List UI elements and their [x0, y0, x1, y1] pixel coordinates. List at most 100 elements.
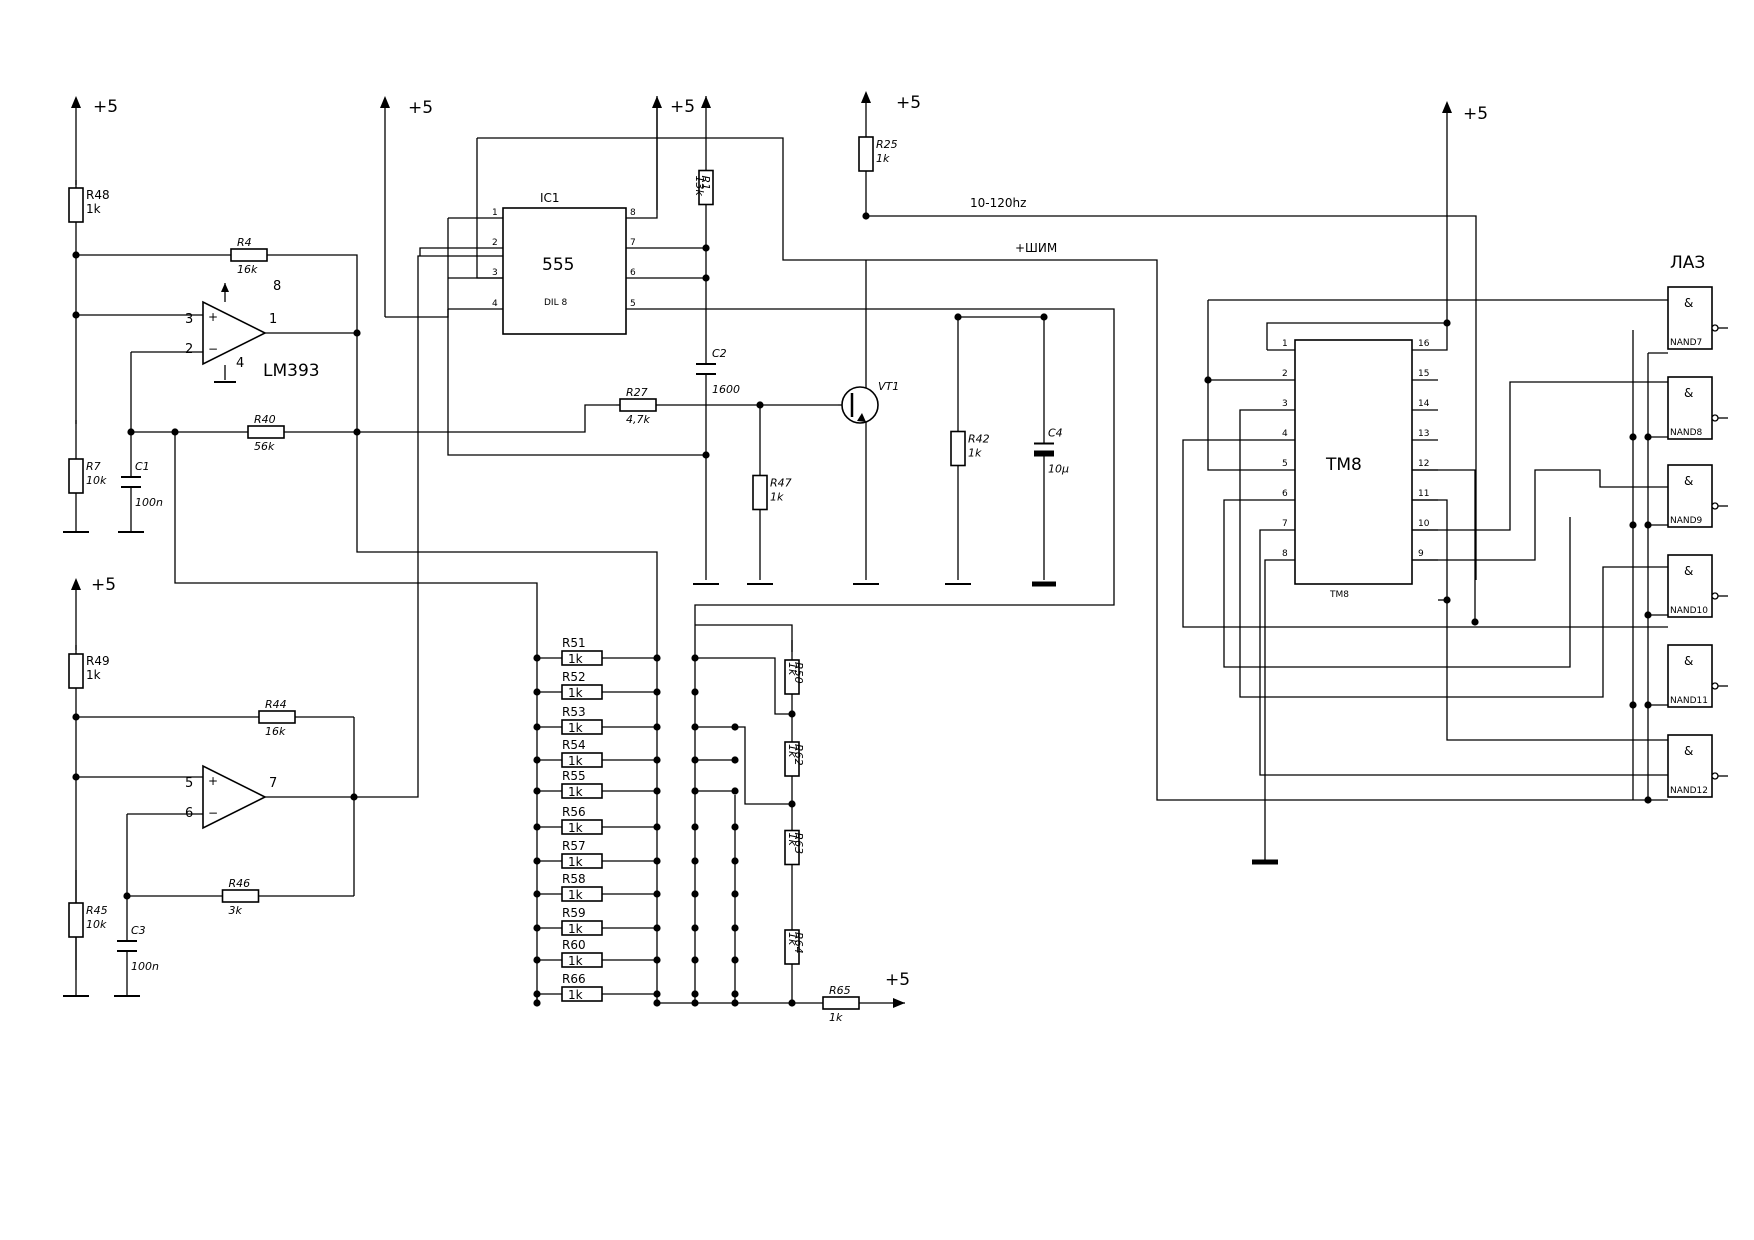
junction-dot [127, 428, 135, 436]
comparator-u2-pin-minus: 6 [185, 806, 193, 821]
resistor-r7-value: 10k [86, 474, 107, 487]
tm8-pin-right-14: 14 [1418, 399, 1430, 409]
comparator-u2 [202, 764, 267, 830]
junction-dot [533, 990, 541, 998]
capacitor-c4-ref: C4 [1048, 427, 1063, 440]
junction-dot [702, 244, 710, 252]
ic1-pin-1: 1 [492, 208, 498, 218]
nand-gate-11 [1667, 644, 1713, 708]
junction-dot [533, 823, 541, 831]
ladder-resistor-7 [561, 853, 603, 869]
ladder-resistor-2-ref: R52 [562, 670, 586, 684]
supply-label: +5 [93, 97, 118, 117]
junction-dot [72, 251, 80, 259]
resistor-r63 [784, 829, 800, 866]
ladder-resistor-10 [561, 952, 603, 968]
junction-dot [350, 793, 358, 801]
junction-dot [1629, 521, 1637, 529]
junction-dot [731, 924, 739, 932]
resistor-r65-ref: R65 [829, 984, 851, 997]
ladder-resistor-4-value: 1k [568, 754, 583, 768]
nand-gate-8-bubble-icon [1711, 414, 1719, 422]
wire [695, 657, 792, 715]
capacitor-c1-ref: C1 [135, 460, 150, 473]
nand-gate-12 [1667, 734, 1713, 798]
junction-dot [1644, 796, 1652, 804]
ic1-pin-6: 6 [630, 268, 636, 278]
junction-dot [123, 892, 131, 900]
supply-arrow-icon [71, 578, 81, 590]
supply-arrow-icon [1442, 101, 1452, 113]
ladder-resistor-3-value: 1k [568, 721, 583, 735]
junction-dot [691, 890, 699, 898]
wire [1438, 323, 1448, 351]
resistor-r50-ref: R50 [792, 662, 805, 684]
ic1-type: 555 [542, 255, 574, 275]
wire [477, 137, 1524, 801]
ic1-pin-5: 5 [630, 299, 636, 309]
resistor-r1-value: 13k [693, 176, 706, 197]
resistor-r1-ref: R1 [699, 176, 712, 191]
junction-dot [1644, 701, 1652, 709]
labels: +5+5+5+5+5+5R481kR416k+−321R710kC1100nR4… [86, 93, 1708, 1024]
resistor-r42 [950, 430, 966, 467]
junction-dot [702, 274, 710, 282]
junction-dot [1443, 596, 1451, 604]
junction-dot [702, 451, 710, 459]
nand-gate-10 [1667, 554, 1713, 618]
junction-dot [171, 428, 179, 436]
supply-arrow-icon [701, 96, 711, 108]
capacitor-c2-ref: C2 [712, 347, 727, 360]
resistor-r4-value: 16k [237, 263, 258, 276]
resistor-r65 [822, 996, 860, 1010]
junction-dot [691, 990, 699, 998]
supply-arrow-icon [893, 998, 905, 1008]
junction-dot [1629, 433, 1637, 441]
tm8-pin-left-1: 1 [1282, 339, 1288, 349]
nand-gate-7 [1667, 286, 1713, 350]
junction-dot [691, 654, 699, 662]
wire [298, 254, 358, 435]
resistor-r1 [698, 169, 714, 206]
tm8-pin-right-12: 12 [1418, 459, 1429, 469]
wire [357, 404, 616, 433]
supply-arrow-icon [861, 91, 871, 103]
resistor-r50 [784, 659, 800, 695]
nand-gate-10-label: NAND10 [1670, 606, 1708, 616]
junction-dot [533, 787, 541, 795]
ladder-resistor-8-value: 1k [568, 888, 583, 902]
nand-gate-12-symbol: & [1684, 744, 1693, 758]
ladder-resistor-2 [561, 684, 603, 700]
junction-dot [653, 723, 661, 731]
tm8-pin-right-10: 10 [1418, 519, 1430, 529]
junction-dot [1471, 618, 1479, 626]
junction-dot [533, 857, 541, 865]
junction-dot [731, 787, 739, 795]
junction-dot [653, 890, 661, 898]
resistor-r63-ref: R63 [792, 833, 805, 855]
junction-dot [653, 924, 661, 932]
ladder-resistor-1-value: 1k [568, 652, 583, 666]
resistor-r40-value: 56k [254, 440, 275, 453]
nand-gate-9 [1667, 464, 1713, 528]
comparator-u1 [202, 300, 267, 366]
supply-arrow-icon [380, 96, 390, 108]
resistor-r64 [784, 929, 800, 965]
nand-gate-7-symbol: & [1684, 296, 1693, 310]
ladder-resistor-6-value: 1k [568, 821, 583, 835]
ladder-resistor-8-ref: R58 [562, 872, 586, 886]
junction-dot [72, 773, 80, 781]
resistor-r45-value: 10k [86, 918, 107, 931]
resistor-r46-ref: R46 [229, 877, 251, 890]
tm8-pin-left-3: 3 [1282, 399, 1288, 409]
wire [447, 218, 706, 456]
ic1-name: IC1 [540, 191, 560, 205]
supply-label: +5 [896, 93, 921, 113]
junction-dot [1644, 611, 1652, 619]
resistor-r62-value: 1k [786, 744, 799, 758]
resistor-r50-value: 1k [786, 662, 799, 676]
comparator-u1-pin-plus: 3 [185, 312, 193, 327]
resistor-r7-ref: R7 [86, 460, 101, 473]
resistor-r48 [68, 187, 84, 223]
